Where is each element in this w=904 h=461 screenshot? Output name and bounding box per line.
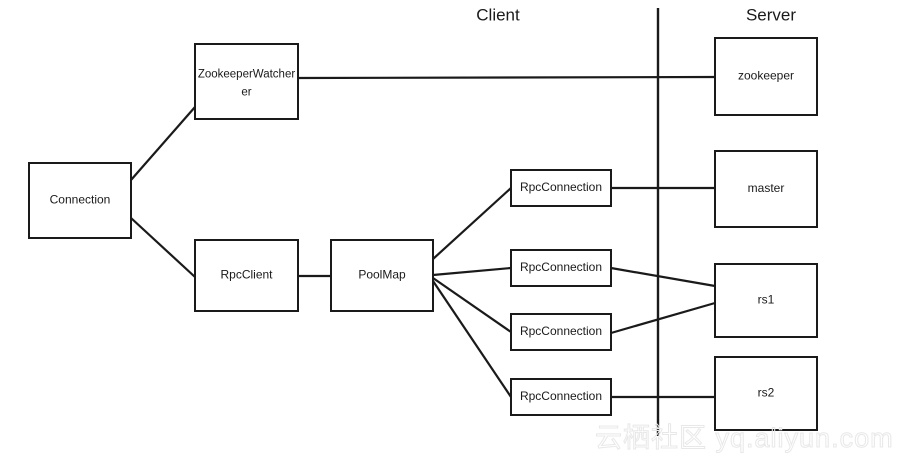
edge-poolmap-to-rpcconnection-4 (432, 280, 512, 398)
node-box-zookeeper (714, 37, 818, 116)
node-box-rs1 (714, 263, 818, 338)
edge-poolmap-to-rpcconnection-1 (432, 187, 512, 260)
node-label-rpcconnection-2: RpcConnection (520, 260, 602, 274)
node-label-rpcconnection-3: RpcConnection (520, 324, 602, 338)
edge-rpcconnection-2-to-rs1 (610, 266, 716, 288)
watermark-text: 云栖社区 yq.aliyun.com (595, 423, 894, 453)
node-label-connection: Connection (50, 193, 111, 207)
node-label-rs2: rs2 (758, 386, 775, 400)
node-label-rpcclient: RpcClient (220, 268, 273, 282)
node-label-rs1: rs1 (758, 293, 775, 307)
node-rpcconnection-2[interactable]: RpcConnection (510, 249, 612, 287)
node-label-rpcconnection-1: RpcConnection (520, 180, 602, 194)
node-rpcconnection-1[interactable]: RpcConnection (510, 169, 612, 207)
node-box-connection (28, 162, 132, 239)
node-box-rpcclient (194, 239, 299, 312)
node-rpcclient[interactable]: RpcClient (194, 239, 299, 312)
node-rpcconnection-4[interactable]: RpcConnection (510, 378, 612, 416)
node-box-zookeeperwatcher (194, 43, 299, 120)
node-box-rpcconnection-2 (510, 249, 612, 287)
edge-poolmap-to-rpcconnection-2 (432, 266, 512, 277)
zone-titles-group: Client Server (476, 5, 796, 24)
node-rs1[interactable]: rs1 (714, 263, 818, 338)
edge-connection-to-rpcclient (130, 217, 196, 278)
node-rs2[interactable]: rs2 (714, 356, 818, 431)
zone-title-client: Client (476, 5, 520, 24)
watermark-group: 云栖社区 yq.aliyun.com (595, 423, 894, 454)
node-box-master (714, 150, 818, 228)
node-box-rpcconnection-3 (510, 313, 612, 351)
node-zookeeper[interactable]: zookeeper (714, 37, 818, 116)
edge-connection-to-zookeeperwatcher (130, 106, 196, 181)
node-zookeeperwatcher[interactable]: ZookeeperWatcher er (194, 43, 299, 120)
node-label-poolmap: PoolMap (358, 268, 406, 282)
node-rpcconnection-3[interactable]: RpcConnection (510, 313, 612, 351)
node-poolmap[interactable]: PoolMap (330, 239, 434, 312)
node-box-rs2 (714, 356, 818, 431)
node-label-master: master (748, 181, 785, 195)
node-connection[interactable]: Connection (28, 162, 132, 239)
edge-zookeeperwatcher-to-zookeeper (297, 75, 716, 80)
node-box-rpcconnection-1 (510, 169, 612, 207)
node-label-zookeeper: zookeeper (738, 69, 794, 83)
node-label-zookeeperwatcher: ZookeeperWatcher (198, 69, 296, 81)
node-box-poolmap (330, 239, 434, 312)
node-box-rpcconnection-4 (510, 378, 612, 416)
edge-poolmap-to-rpcconnection-3 (432, 277, 512, 333)
node-label-rpcconnection-4: RpcConnection (520, 389, 602, 403)
zone-title-server: Server (746, 5, 796, 24)
edges-group (130, 75, 716, 399)
node-master[interactable]: master (714, 150, 818, 228)
edge-rpcconnection-3-to-rs1 (610, 301, 716, 335)
node-label-zookeeperwatcher-line2: er (241, 87, 251, 99)
